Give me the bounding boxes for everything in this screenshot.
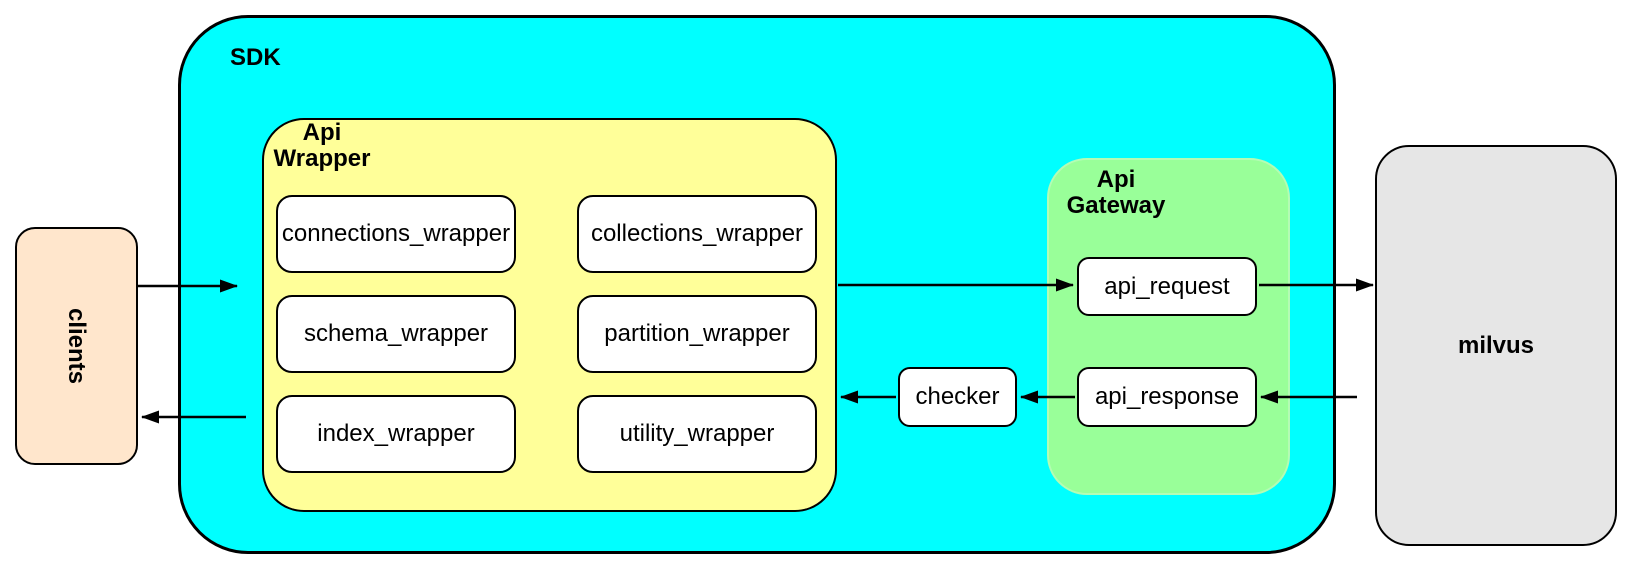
api-wrapper-title: Api Wrapper: [262, 120, 382, 172]
node-milvus: milvus: [1375, 145, 1617, 546]
node-checker: checker: [898, 367, 1017, 427]
node-utility-wrapper: utility_wrapper: [577, 395, 817, 473]
node-collections-wrapper: collections_wrapper: [577, 195, 817, 273]
api-gateway-title-line2: Gateway: [1066, 192, 1166, 219]
node-schema-wrapper: schema_wrapper: [276, 295, 516, 373]
api-wrapper-title-line1: Api: [302, 119, 342, 146]
node-api-request: api_request: [1077, 257, 1257, 316]
api-gateway-title: Api Gateway: [1056, 167, 1176, 219]
api-gateway-container: [1047, 158, 1290, 495]
node-api-response: api_response: [1077, 367, 1257, 427]
api-gateway-title-line1: Api: [1096, 166, 1136, 193]
node-partition-wrapper: partition_wrapper: [577, 295, 817, 373]
sdk-title: SDK: [230, 44, 281, 71]
node-index-wrapper: index_wrapper: [276, 395, 516, 473]
api-wrapper-title-line2: Wrapper: [273, 145, 371, 172]
node-clients: clients: [15, 227, 138, 465]
clients-label: clients: [63, 307, 91, 385]
node-connections-wrapper: connections_wrapper: [276, 195, 516, 273]
